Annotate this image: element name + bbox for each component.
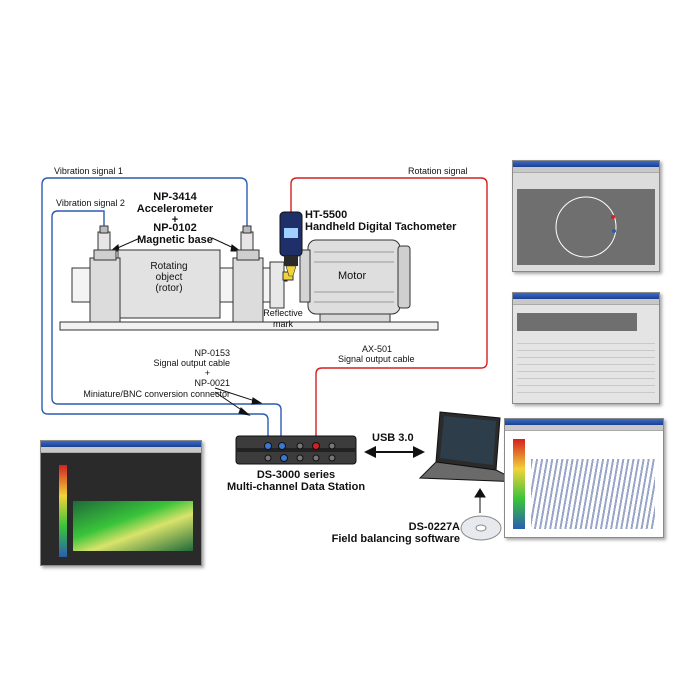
magnetic-base-model: NP-0102 [153,222,197,234]
bearing-left-cap [93,249,117,261]
tachometer-model: HT-5500 [305,209,348,221]
tachometer-device [279,211,303,277]
software-model: DS-0227A [408,521,460,533]
software-name: Field balancing software [331,533,460,545]
vibration-signal-2-label: Vibration signal 2 [56,198,125,208]
motor-mount [319,313,391,323]
machine-base [59,321,439,331]
motor-end-cap [397,245,411,309]
software-screenshot-settings [512,292,660,404]
laptop [418,411,521,483]
machine-assembly [59,239,439,331]
coupling [269,261,285,309]
bearing-left [89,257,121,323]
cable2-model: AX-501 [362,344,393,354]
pointer-arrow-connector-a [214,387,259,403]
accelerometer-right [240,225,254,251]
rotor [117,249,221,319]
software-screenshot-polar [512,160,660,272]
magnetic-base-name: Magnetic base [137,234,213,246]
accelerometer-model: NP-3414 [153,191,197,203]
cable2-name: Signal output cable [338,354,415,364]
software-screenshot-3d-spectrum [504,418,664,538]
rotation-signal-label: Rotation signal [408,166,468,176]
connector-name: Miniature/BNC conversion connector [83,389,230,399]
cable1-model: NP-0153 [194,348,230,358]
plus-sign-1: + [171,214,179,226]
data-station-device [235,435,357,465]
rotating-object-line1: Rotating [150,261,188,272]
arrowhead-connector-b [238,407,251,416]
bearing-right-cap [236,249,260,261]
accelerometer-left [97,225,111,251]
vibration-wire-2 [51,210,282,440]
vibration-signal-1-label: Vibration signal 1 [54,166,123,176]
accelerometer-name: Accelerometer [136,203,214,215]
reflective-mark-line2: mark [273,319,293,329]
data-station-name: Multi-channel Data Station [226,481,366,493]
usb-double-arrow [364,446,425,458]
connector-model: NP-0021 [194,378,230,388]
tachometer-name: Handheld Digital Tachometer [305,221,457,233]
bearing-right [232,257,264,323]
polar-plot-icon [555,196,617,258]
motor-flange [299,249,311,303]
data-station-model: DS-3000 series [256,469,336,481]
reflective-mark-line1: Reflective [263,308,303,318]
motor-label: Motor [338,270,367,282]
cable1-name: Signal output cable [153,358,230,368]
vibration-wire-1 [41,177,269,440]
software-screenshot-waterfall [40,440,202,566]
arrowhead-software [474,488,486,498]
rotation-wire [290,177,488,440]
usb-label: USB 3.0 [372,432,414,444]
rotating-object-line2: object [155,272,183,283]
rotating-object-line3: (rotor) [155,283,183,294]
arrowhead-connector-a [251,397,263,405]
plus-sign-2: + [204,368,210,378]
cd-disc-icon [460,515,502,541]
